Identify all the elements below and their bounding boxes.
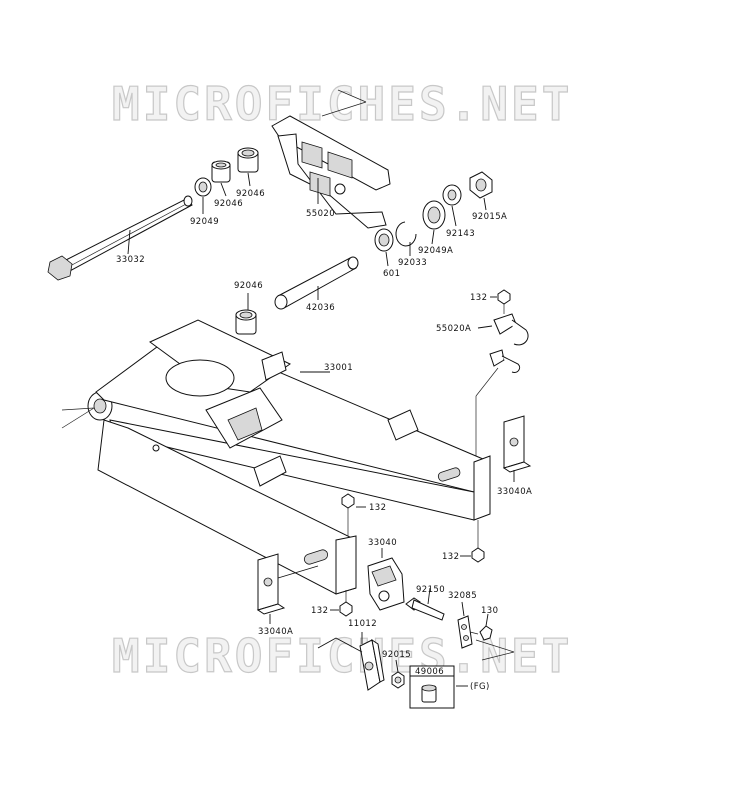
- swing-arm-33001: [87, 319, 491, 595]
- label-55020: 55020: [306, 209, 335, 219]
- bearing-92046-a: [211, 160, 231, 183]
- bearing-92046-b: [237, 147, 259, 173]
- label-92046-a: 92046: [236, 189, 265, 199]
- bolt-92150: [405, 597, 445, 621]
- label-601: 601: [383, 269, 400, 279]
- label-33040: 33040: [368, 538, 397, 548]
- bolt-130: [469, 625, 493, 641]
- slider-33040A-right: [502, 415, 532, 473]
- pivot-shaft: [47, 195, 193, 281]
- watermark-top: MICROFICHES.NET: [112, 77, 572, 131]
- label-49006: 49006: [415, 667, 444, 677]
- label-132-c: 132: [442, 552, 459, 562]
- chain-guide-55020: [271, 115, 391, 229]
- plate-32085: [457, 615, 473, 649]
- collar-92049: [194, 177, 212, 197]
- nut-92015A: [469, 171, 493, 199]
- label-92049A: 92049A: [418, 246, 453, 256]
- bracket-55020A: [489, 313, 529, 373]
- bearing-601: [374, 228, 394, 252]
- label-92049: 92049: [190, 217, 219, 227]
- seal-92049A: [422, 200, 446, 230]
- adjuster-33040: [367, 557, 405, 611]
- label-92046-c: 92046: [234, 281, 263, 291]
- stopper-11012: [359, 638, 385, 691]
- label-92033: 92033: [398, 258, 427, 268]
- label-32085: 32085: [448, 591, 477, 601]
- label-132-d: 132: [311, 606, 328, 616]
- slider-33040A-left: [256, 553, 286, 615]
- label-33040A-left: 33040A: [258, 627, 293, 637]
- circlip-92033: [395, 221, 417, 247]
- axis-arrows: [61, 89, 515, 661]
- label-42036: 42036: [306, 303, 335, 313]
- label-92046-b: 92046: [214, 199, 243, 209]
- label-132-b: 132: [369, 503, 386, 513]
- label-33040A-right: 33040A: [497, 487, 532, 497]
- label-92015: 92015: [382, 650, 411, 660]
- label-55020A: 55020A: [436, 324, 471, 334]
- watermark-bottom: MICROFICHES.NET: [112, 629, 572, 683]
- collar-92143: [442, 184, 462, 206]
- cap-49006: [421, 684, 437, 703]
- label-fg: (FG): [470, 682, 490, 692]
- sleeve-42036: [274, 256, 359, 310]
- label-92150: 92150: [416, 585, 445, 595]
- label-11012: 11012: [348, 619, 377, 629]
- label-92015A: 92015A: [472, 212, 507, 222]
- bolt-132-mid: [341, 493, 355, 536]
- bearing-92046-c: [235, 309, 257, 335]
- label-92143: 92143: [446, 229, 475, 239]
- nut-92015: [391, 671, 405, 689]
- label-130: 130: [481, 606, 498, 616]
- bolt-132-right-lower: [471, 520, 485, 563]
- bolt-132-top: [497, 289, 511, 314]
- bolt-132-lower: [339, 590, 353, 617]
- label-33032: 33032: [116, 255, 145, 265]
- label-132-a: 132: [470, 293, 487, 303]
- label-33001: 33001: [324, 363, 353, 373]
